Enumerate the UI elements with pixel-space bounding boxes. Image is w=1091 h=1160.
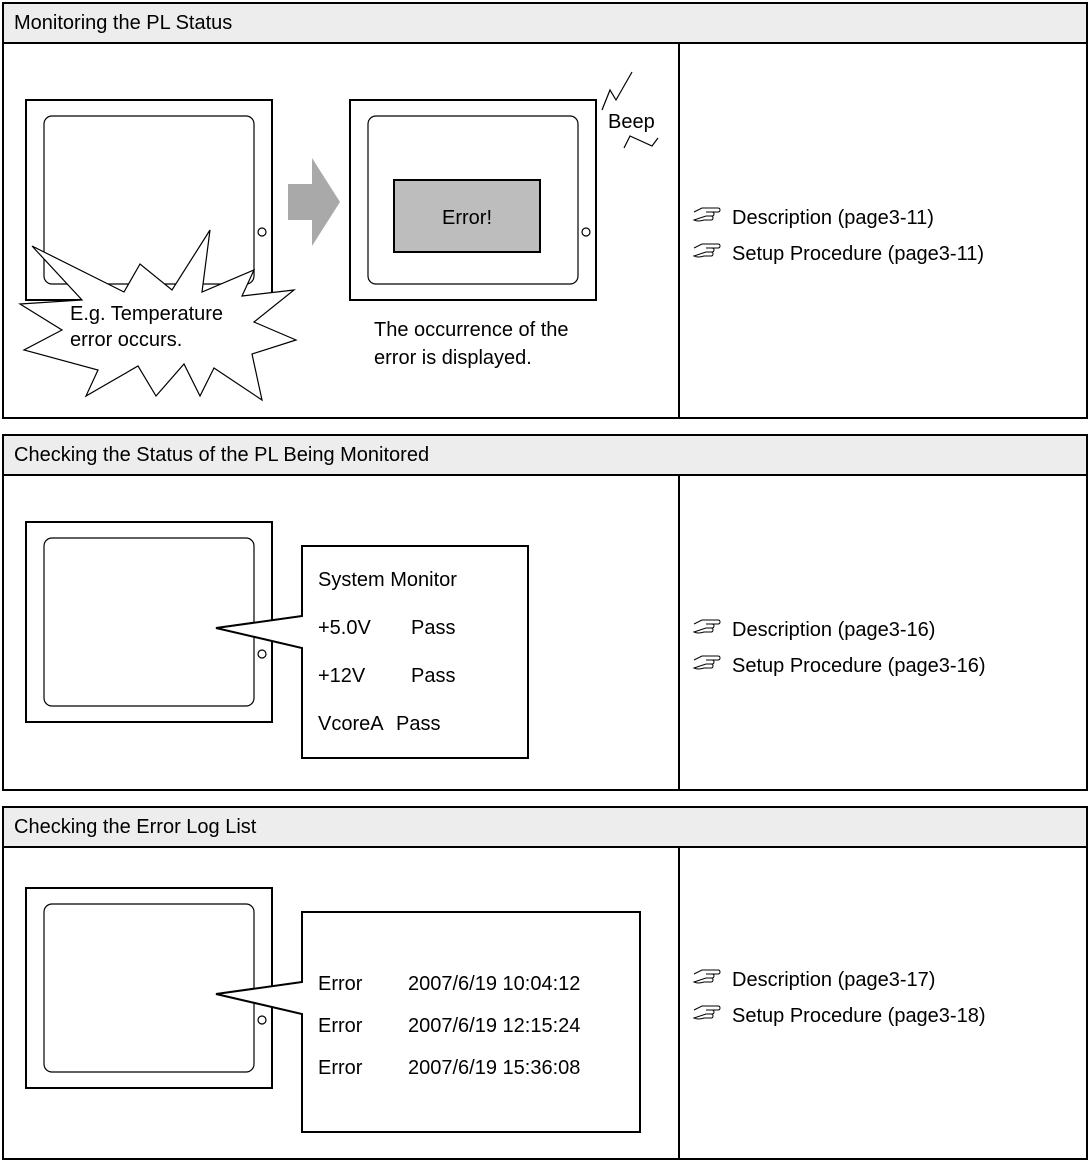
ref-setup-procedure-label: Setup Procedure (page3-11) [732, 243, 985, 265]
pointing-hand-icon [692, 969, 721, 984]
error-log-illustration: Error 2007/6/19 10:04:12 Error 2007/6/19… [25, 887, 641, 1133]
caption-line2: error is displayed. [374, 347, 532, 369]
error-text: Error! [442, 207, 492, 229]
reference-list: Description (page3-11) Setup Procedure (… [692, 194, 984, 266]
section-title: Checking the Status of the PL Being Moni… [4, 436, 1086, 476]
section-error-log-list: Checking the Error Log List Error 2007/6… [2, 806, 1088, 1160]
log-timestamp: 2007/6/19 12:15:24 [408, 1015, 580, 1037]
ref-description[interactable]: Description (page3-11) [692, 194, 984, 230]
row-name: +12V [318, 665, 366, 687]
column-divider [678, 44, 680, 417]
pl-panel-right: Error! [349, 99, 597, 301]
column-divider [678, 476, 680, 789]
ref-setup-procedure[interactable]: Setup Procedure (page3-16) [692, 642, 986, 678]
callout-title: System Monitor [318, 569, 457, 591]
section-body: Error 2007/6/19 10:04:12 Error 2007/6/19… [4, 848, 1086, 1158]
ref-setup-procedure-label: Setup Procedure (page3-18) [732, 1005, 986, 1027]
section-title: Checking the Error Log List [4, 808, 1086, 848]
pl-status-illustration: E.g. Temperature error occurs. Error! Be… [18, 71, 659, 402]
ref-description[interactable]: Description (page3-17) [692, 956, 986, 992]
row-status: Pass [411, 665, 455, 687]
pl-panel [25, 887, 273, 1089]
section-monitoring-pl-status: Monitoring the PL Status E.g. Temperatur… [2, 2, 1088, 419]
pointing-hand-icon [692, 655, 721, 670]
section-body: System Monitor +5.0V Pass +12V Pass Vcor… [4, 476, 1086, 789]
log-timestamp: 2007/6/19 10:04:12 [408, 973, 580, 995]
section-checking-pl-status: Checking the Status of the PL Being Moni… [2, 434, 1088, 791]
section-body: E.g. Temperature error occurs. Error! Be… [4, 44, 1086, 417]
ref-description[interactable]: Description (page3-16) [692, 606, 986, 642]
ref-setup-procedure[interactable]: Setup Procedure (page3-18) [692, 992, 986, 1028]
row-name: +5.0V [318, 617, 371, 639]
ref-description-label: Description (page3-16) [732, 619, 936, 641]
log-type: Error [318, 973, 363, 995]
temperature-burst-icon: E.g. Temperature error occurs. [18, 229, 298, 402]
pointing-hand-icon [692, 1005, 721, 1020]
log-type: Error [318, 1015, 363, 1037]
burst-text-line2: error occurs. [70, 329, 182, 351]
beep-label: Beep [608, 111, 655, 133]
error-message-box [393, 179, 541, 253]
ref-setup-procedure[interactable]: Setup Procedure (page3-11) [692, 230, 984, 266]
column-divider [678, 848, 680, 1158]
pointing-hand-icon [692, 243, 721, 258]
ref-description-label: Description (page3-11) [732, 207, 934, 229]
arrow-right-icon [288, 158, 340, 246]
pl-panel [25, 521, 273, 723]
reference-list: Description (page3-17) Setup Procedure (… [692, 956, 986, 1028]
system-monitor-callout: System Monitor +5.0V Pass +12V Pass Vcor… [215, 545, 529, 759]
reference-list: Description (page3-16) Setup Procedure (… [692, 606, 986, 678]
row-status: Pass [396, 713, 440, 735]
system-monitor-illustration: System Monitor +5.0V Pass +12V Pass Vcor… [25, 521, 529, 759]
beep-sound-icon: Beep [601, 71, 659, 149]
row-name: VcoreA [318, 713, 384, 735]
ref-description-label: Description (page3-17) [732, 969, 936, 991]
row-status: Pass [411, 617, 455, 639]
section-title: Monitoring the PL Status [4, 4, 1086, 44]
log-timestamp: 2007/6/19 15:36:08 [408, 1057, 580, 1079]
pointing-hand-icon [692, 207, 721, 222]
error-log-callout: Error 2007/6/19 10:04:12 Error 2007/6/19… [215, 911, 641, 1133]
burst-text-line1: E.g. Temperature [70, 303, 223, 325]
caption-line1: The occurrence of the [374, 319, 569, 341]
log-type: Error [318, 1057, 363, 1079]
pointing-hand-icon [692, 619, 721, 634]
ref-setup-procedure-label: Setup Procedure (page3-16) [732, 655, 986, 677]
